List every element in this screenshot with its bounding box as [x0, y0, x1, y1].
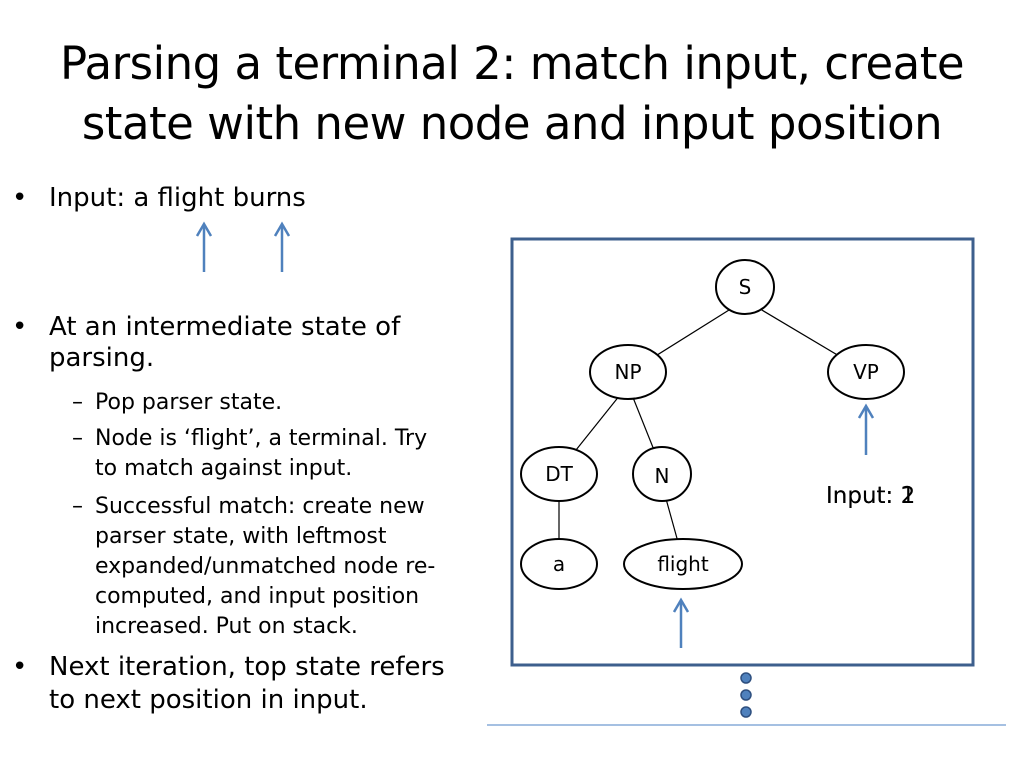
stack-dot-3 — [740, 706, 752, 718]
node-dt: DT — [520, 446, 598, 502]
node-dt-label: DT — [545, 462, 573, 486]
stack-dot-2 — [740, 689, 752, 701]
slide-title-line-2: state with new node and input position — [81, 97, 943, 150]
bullet-list: • Input: a flight burns • At an intermed… — [0, 0, 500, 768]
input-pointer-arrowhead-1 — [195, 221, 213, 237]
input-pointer-arrowhead-2 — [273, 221, 291, 237]
bullet-text-line-2: parsing. — [49, 343, 155, 373]
subbullet-text-line-5: increased. Put on stack. — [95, 614, 358, 639]
node-n: N — [632, 446, 692, 502]
bullet-marker: • — [12, 183, 28, 213]
subbullet-text: Pop parser state. — [95, 390, 283, 415]
subbullet-marker: – — [72, 426, 83, 451]
bullet-text: Input: a flight burns — [49, 183, 306, 213]
node-n-label: N — [655, 464, 670, 488]
node-vp: VP — [827, 344, 905, 400]
subbullet-text-line-3: expanded/unmatched node re- — [95, 554, 436, 579]
node-flight: flight — [623, 538, 743, 590]
slide-title: Parsing a terminal 2: match input, creat… — [0, 34, 1024, 154]
parser-state-frame — [510, 237, 975, 667]
node-a-label: a — [553, 552, 565, 576]
node-np: NP — [589, 344, 667, 400]
slide-title-line-1: Parsing a terminal 2: match input, creat… — [59, 37, 965, 90]
subbullet-marker: – — [72, 494, 83, 519]
stack-dot-1 — [740, 672, 752, 684]
bullet-text-line-2: to next position in input. — [49, 685, 368, 715]
subbullet-text-line-2: parser state, with leftmost — [95, 524, 387, 549]
node-s: S — [715, 259, 775, 315]
node-s-label: S — [739, 275, 752, 299]
subbullet-text-line-4: computed, and input position — [95, 584, 420, 609]
node-flight-label: flight — [657, 552, 709, 576]
node-a: a — [520, 538, 598, 590]
subbullet-text-line-1: Successful match: create new — [95, 494, 425, 519]
input-position-label-b: Input: 2 — [826, 483, 916, 509]
subbullet-text-line-2: to match against input. — [95, 456, 353, 481]
subbullet-text-line-1: Node is ‘flight’, a terminal. Try — [95, 426, 428, 451]
bullet-marker: • — [12, 652, 28, 682]
vp-pointer-arrowhead — [857, 403, 875, 419]
node-vp-label: VP — [853, 360, 879, 384]
bullet-marker: • — [12, 312, 28, 342]
flight-pointer-arrowhead — [672, 597, 690, 613]
bullet-text-line-1: At an intermediate state of — [49, 312, 401, 342]
subbullet-marker: – — [72, 390, 83, 415]
input-position-label-a: Input: 1 — [826, 483, 916, 509]
node-np-label: NP — [614, 360, 641, 384]
bullet-text-line-1: Next iteration, top state refers — [49, 652, 445, 682]
